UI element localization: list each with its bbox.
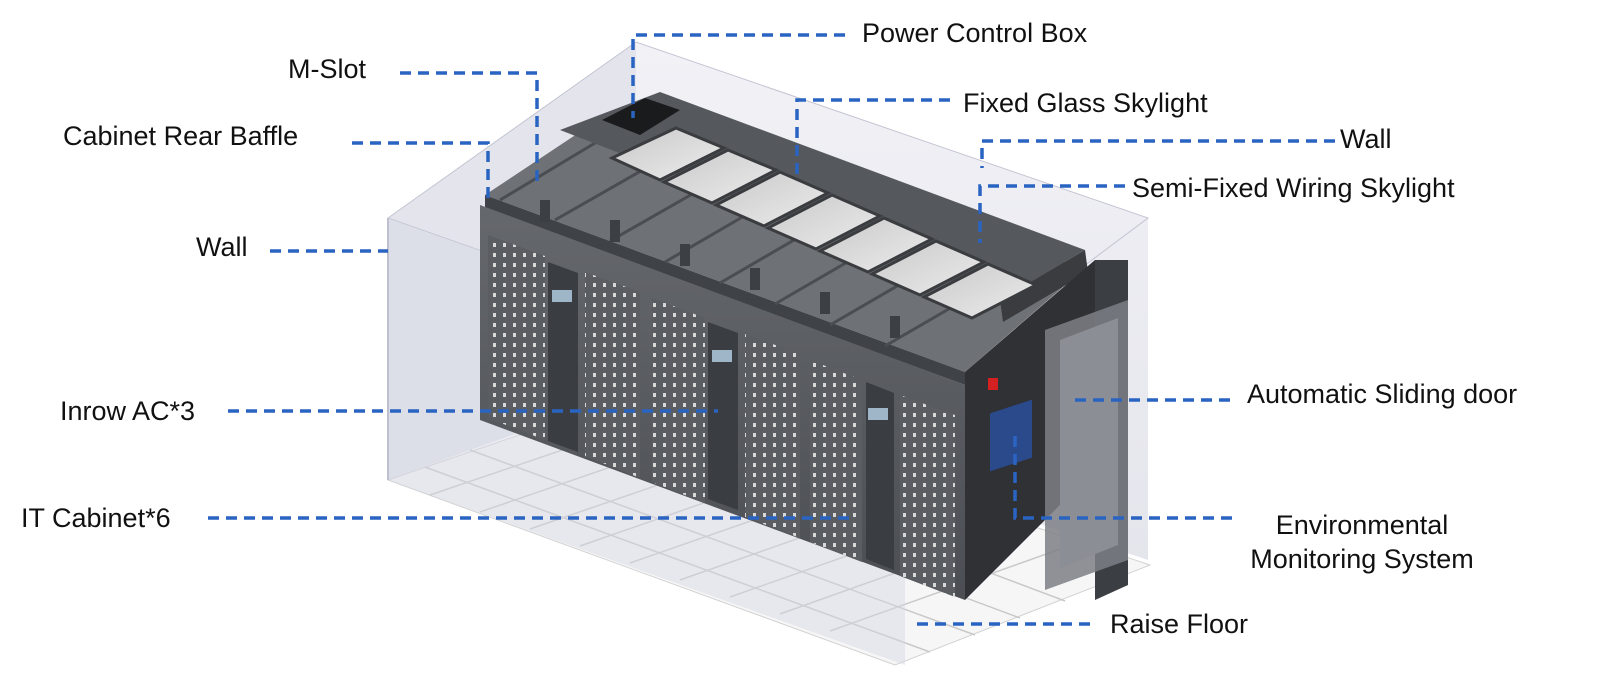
- it-cabinet-door: [488, 235, 545, 440]
- label-wall-left: Wall: [196, 232, 248, 262]
- environmental-monitor-screen: [990, 399, 1032, 472]
- label-it-cabinet: IT Cabinet*6: [21, 503, 171, 533]
- label-automatic-sliding-door: Automatic Sliding door: [1247, 379, 1518, 409]
- label-inrow-ac: Inrow AC*3: [60, 396, 196, 426]
- leader-m-slot: [400, 71, 539, 185]
- leader-semi-fixed-wiring-skylight: [978, 184, 1125, 243]
- label-fixed-glass-skylight: Fixed Glass Skylight: [963, 88, 1208, 118]
- skylight-frame: [560, 92, 1088, 322]
- label-environmental-monitoring-system: Environmental Monitoring System: [1234, 508, 1490, 576]
- label-power-control-box: Power Control Box: [862, 18, 1088, 48]
- leader-fixed-glass-skylight: [795, 98, 950, 180]
- label-m-slot: M-Slot: [288, 54, 367, 84]
- inrow-ac-unit: [708, 322, 738, 510]
- cabinet-row-front: [480, 205, 965, 600]
- label-cabinet-rear-baffle: Cabinet Rear Baffle: [63, 121, 299, 151]
- leader-environmental-monitoring: [1013, 435, 1232, 520]
- label-raise-floor: Raise Floor: [1110, 609, 1249, 639]
- it-cabinet-door: [900, 395, 955, 597]
- label-environmental-line2: Monitoring System: [1250, 544, 1474, 574]
- power-control-box: [602, 98, 680, 135]
- inrow-ac-unit: [866, 382, 894, 570]
- it-cabinet-door: [810, 360, 862, 562]
- label-wall-right: Wall: [1340, 124, 1392, 154]
- it-cabinet-door: [745, 334, 800, 538]
- end-door-module: [965, 260, 1128, 600]
- label-semi-fixed-wiring-skylight: Semi-Fixed Wiring Skylight: [1132, 173, 1455, 203]
- it-cabinet-door: [585, 272, 640, 478]
- automatic-sliding-door: [1060, 318, 1118, 568]
- label-environmental-line1: Environmental: [1275, 510, 1449, 540]
- leader-wall-right: [980, 139, 1335, 168]
- leader-cabinet-rear-baffle: [352, 141, 490, 200]
- inrow-ac-unit: [548, 262, 578, 452]
- it-cabinet-door: [652, 298, 705, 503]
